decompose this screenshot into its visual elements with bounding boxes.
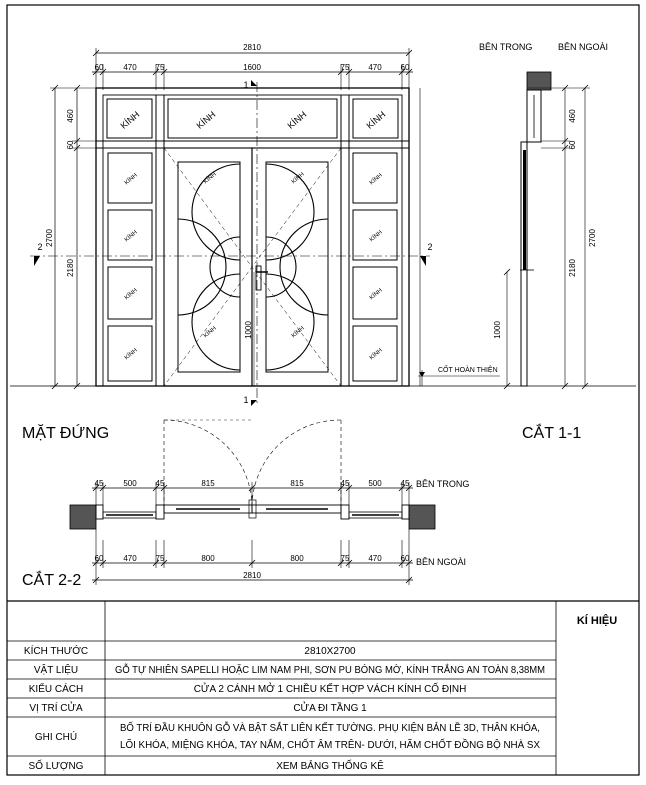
row-value: 2810X2700: [304, 646, 356, 657]
dim-top: 45: [156, 479, 165, 488]
glass-mark: KÍNH: [123, 172, 138, 187]
glass-mark: KÍNH: [368, 287, 383, 302]
elevation-view: [10, 48, 636, 406]
handle-height-dim: 1000: [244, 321, 253, 339]
section-1-1-title: CẮT 1-1: [522, 423, 581, 442]
inside-label: BÊN TRONG: [479, 42, 532, 52]
row-value: XEM BẢNG THỐNG KÊ: [276, 758, 384, 772]
row-value-line2: LÕI KHÓA, MIỆNG KHÓA, TAY NẮM, CHỐT ÂM T…: [120, 737, 540, 751]
dim-left: 460: [66, 109, 75, 123]
sheet-border: [6, 4, 640, 776]
dim-top: 75: [341, 63, 350, 72]
row-label: VẬT LIỆU: [34, 663, 78, 676]
glass-mark: KÍNH: [290, 325, 305, 340]
glass-mark: KÍNH: [368, 229, 383, 244]
row-label: SỐ LƯỢNG: [29, 758, 84, 772]
dim-right: 460: [568, 109, 577, 123]
glass-mark: KÍNH: [286, 109, 309, 130]
dim-bottom: 75: [156, 554, 165, 563]
elevation-dimensions: 2810 60 470 75 1600 75 470 60 460 60 270…: [22, 43, 498, 442]
row-value: CỬA 2 CÁNH MỞ 1 CHIỀU KẾT HỢP VÁCH KÍNH …: [194, 681, 467, 695]
glass-mark: KÍNH: [365, 109, 388, 130]
row-value: CỬA ĐI TẦNG 1: [293, 701, 367, 714]
elevation-title: MẶT ĐỨNG: [22, 423, 109, 442]
overall-width-dim: 2810: [243, 43, 261, 52]
dim-top: 60: [401, 63, 410, 72]
glass-mark: KÍNH: [202, 171, 217, 186]
spec-table: [7, 600, 639, 775]
outside-label: BÊN NGOÀI: [558, 42, 608, 52]
dim-bottom: 800: [201, 554, 215, 563]
dim-bottom: 800: [290, 554, 304, 563]
row-value: GỖ TỰ NHIÊN SAPELLI HOẶC LIM NAM PHI, SƠ…: [115, 663, 545, 676]
glass-mark: KÍNH: [202, 325, 217, 340]
dim-left: 60: [66, 140, 75, 149]
dim-bottom: 60: [95, 554, 104, 563]
inside-label: BÊN TRONG: [416, 479, 469, 489]
dim-bottom: 60: [401, 554, 410, 563]
spec-table-text: KÍ HIỆU KÍCH THƯỚC 2810X2700 VẬT LIỆU GỖ…: [24, 614, 617, 772]
row-value-line1: BỐ TRÍ ĐẦU KHUÔN GỖ VÀ BẬT SẮT LIÊN KẾT …: [120, 720, 540, 734]
glass-mark: KÍNH: [290, 171, 305, 186]
dim-right: 2180: [568, 259, 577, 277]
section-marker: 2: [427, 242, 432, 252]
section-1-1-labels: BÊN TRONG BÊN NGOÀI 460 60 2700 2180 100…: [479, 42, 608, 442]
dim-top: 1600: [243, 63, 261, 72]
dim-top: 815: [290, 479, 304, 488]
dim-top: 500: [123, 479, 137, 488]
section-marker: 2: [37, 242, 42, 252]
dim-top: 45: [341, 479, 350, 488]
dim-bottom: 470: [123, 554, 137, 563]
dim-right: 60: [568, 140, 577, 149]
section-2-2: [69, 419, 436, 585]
dim-top: 470: [368, 63, 382, 72]
dim-top: 815: [201, 479, 215, 488]
section-marker: 1: [243, 395, 248, 405]
glass-mark: KÍNH: [368, 347, 383, 362]
dim-left: 2700: [45, 229, 54, 247]
dim-bottom: 470: [368, 554, 382, 563]
dim-bottom: 75: [341, 554, 350, 563]
dim-right: 1000: [493, 321, 502, 339]
dim-left: 2180: [66, 259, 75, 277]
glass-mark: KÍNH: [123, 287, 138, 302]
section-marker: 1: [243, 80, 248, 90]
glass-marks: KÍNH KÍNH KÍNH KÍNH KÍNH KÍNH KÍNH KÍNH …: [119, 109, 388, 361]
finish-level-label: CỐT HOÀN THIỆN: [438, 364, 498, 374]
glass-mark: KÍNH: [368, 172, 383, 187]
row-label: KIỂU CÁCH: [29, 682, 83, 695]
glass-mark: KÍNH: [195, 109, 218, 130]
dim-top: 470: [123, 63, 137, 72]
row-label: KÍCH THƯỚC: [24, 644, 88, 657]
overall-width-dim: 2810: [243, 571, 261, 580]
glass-mark: KÍNH: [123, 347, 138, 362]
section-2-2-title: CẮT 2-2: [22, 570, 81, 589]
dim-top: 45: [401, 479, 410, 488]
symbol-header: KÍ HIỆU: [577, 614, 617, 627]
outside-label: BÊN NGOÀI: [416, 557, 466, 567]
glass-mark: KÍNH: [123, 229, 138, 244]
dim-top: 60: [95, 63, 104, 72]
section-2-2-labels: 45 500 45 815 815 45 500 45 BÊN TRONG 60…: [22, 479, 469, 589]
dim-top: 500: [368, 479, 382, 488]
row-label: VỊ TRÍ CỬA: [29, 701, 83, 714]
dim-top: 75: [156, 63, 165, 72]
section-1-1: [503, 71, 590, 390]
row-label: GHI CHÚ: [35, 730, 77, 743]
dim-right: 2700: [588, 229, 597, 247]
glass-mark: KÍNH: [119, 109, 142, 130]
dim-top: 45: [95, 479, 104, 488]
